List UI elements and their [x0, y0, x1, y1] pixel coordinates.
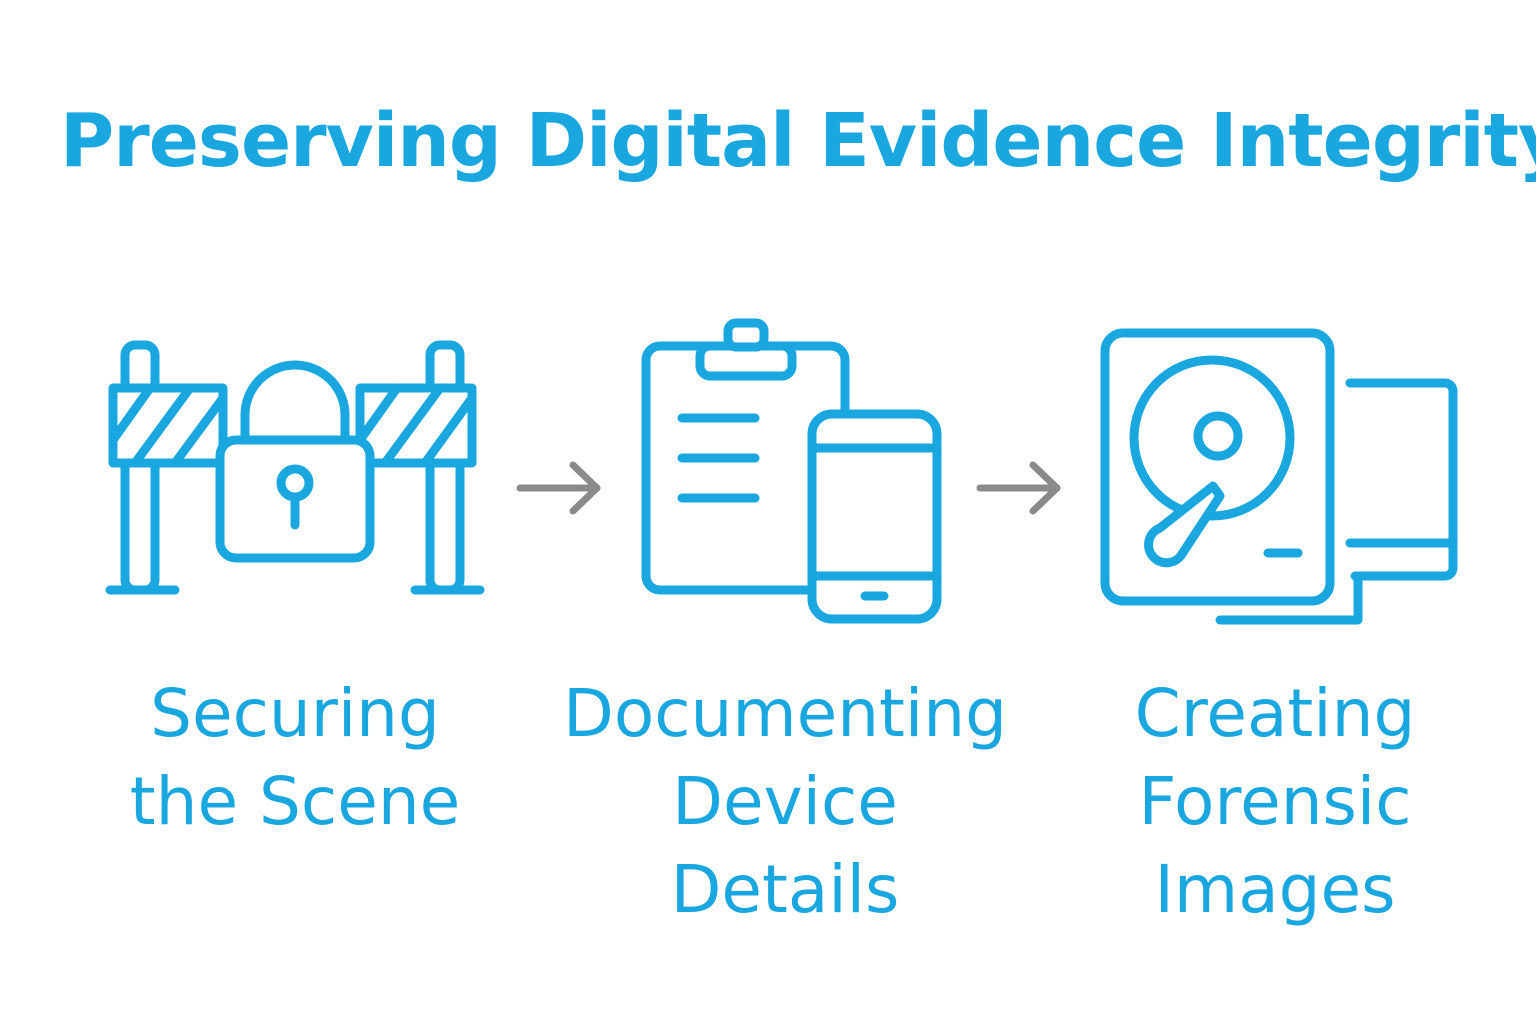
page-title: Preserving Digital Evidence Integrity: [60, 98, 1536, 184]
hard-drive-computer-icon: [1100, 328, 1465, 628]
step-label-line: Details: [670, 851, 900, 928]
step-label-creating: Creating Forensic Images: [1065, 670, 1485, 934]
barricade-lock-icon: [105, 340, 485, 600]
step-label-line: Creating: [1134, 675, 1416, 752]
step-label-line: Forensic: [1138, 763, 1412, 840]
arrow-right-icon: [515, 458, 605, 522]
step-label-line: Securing: [150, 675, 440, 752]
arrow-right-icon: [975, 458, 1065, 522]
step-label-line: Images: [1154, 851, 1396, 928]
step-label-line: Device: [672, 763, 898, 840]
step-label-documenting: Documenting Device Details: [555, 670, 1015, 934]
clipboard-phone-icon: [640, 318, 950, 628]
step-label-line: the Scene: [129, 763, 461, 840]
step-label-securing: Securing the Scene: [95, 670, 495, 846]
step-label-line: Documenting: [563, 675, 1007, 752]
